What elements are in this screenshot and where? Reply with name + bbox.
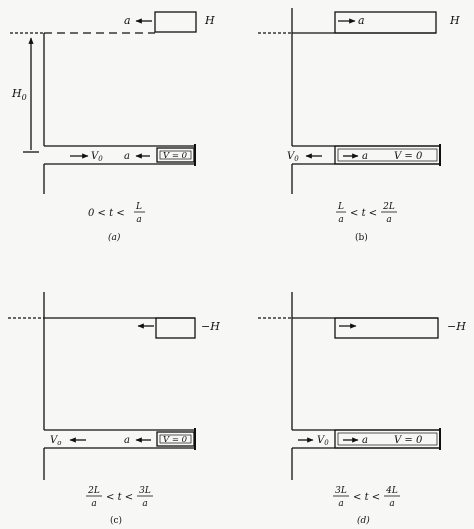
caption-b: (b)	[355, 232, 368, 243]
velocity-label-a: V0	[91, 151, 103, 163]
caption-c: (c)	[110, 515, 122, 526]
stopped-zone-box-c	[156, 431, 195, 447]
top-head-label-a: H	[204, 14, 215, 27]
time-range-b: L a < t < 2L a	[336, 202, 397, 225]
time-range-c: 2L a < t < 3L a	[86, 486, 153, 509]
top-head-label-c: −H	[201, 320, 220, 333]
svg-text:3L: 3L	[139, 486, 151, 496]
svg-text:< t <: < t <	[106, 492, 133, 503]
top-head-box-c	[155, 317, 196, 339]
svg-text:< t <: < t <	[353, 492, 380, 503]
svg-text:L: L	[337, 202, 344, 212]
stopped-zone-inner-c	[159, 434, 192, 444]
stopped-zone-box-b	[334, 145, 441, 165]
box-label-c: V = 0	[163, 435, 188, 445]
top-wave-label-b: a	[358, 14, 365, 27]
svg-text:a: a	[389, 499, 394, 509]
box-label-b: V = 0	[394, 151, 423, 162]
panel-b: a H V = 0 V0 a L a < t < 2L a (b)	[258, 8, 460, 243]
pipe-wave-label-c: a	[124, 435, 130, 446]
svg-text:3L: 3L	[335, 486, 347, 496]
stopped-zone-inner-a	[159, 150, 192, 160]
head-dimension-label: H0	[11, 87, 27, 102]
panel-a: a H V = 0 V0 a H0 0 < t < L a (a)	[10, 11, 215, 243]
top-head-box-a	[154, 11, 197, 33]
stopped-zone-inner-d	[337, 432, 438, 446]
top-wave-label-a: a	[124, 14, 131, 27]
panel-c: −H V = 0 Vo a 2L a < t < 3L a (c)	[8, 292, 220, 526]
time-range-d: 3L a < t < 4L a	[333, 486, 400, 509]
stopped-zone-inner-b	[337, 148, 438, 162]
stopped-zone-box-d	[334, 429, 441, 449]
svg-text:a: a	[136, 215, 141, 225]
top-head-box-b	[334, 11, 437, 34]
velocity-label-c: Vo	[50, 435, 61, 447]
top-head-label-b: H	[449, 14, 460, 27]
panel-d: −H V = 0 V0 a 3L a < t < 4L a (d)	[258, 292, 466, 526]
box-label-d: V = 0	[394, 435, 423, 446]
svg-text:a: a	[338, 499, 343, 509]
svg-text:a: a	[338, 215, 343, 225]
svg-text:L: L	[135, 202, 142, 212]
time-range-a: 0 < t < L a	[88, 202, 145, 225]
stopped-zone-box-a	[156, 147, 195, 163]
svg-text:2L: 2L	[382, 202, 395, 212]
pipe-wave-label-a: a	[124, 151, 130, 162]
pipe-wave-label-d: a	[362, 435, 368, 446]
svg-text:2L: 2L	[87, 486, 100, 496]
velocity-label-b: V0	[287, 151, 299, 163]
svg-text:a: a	[91, 499, 96, 509]
svg-text:a: a	[142, 499, 147, 509]
svg-text:0 < t <: 0 < t <	[88, 208, 125, 219]
velocity-label-d: V0	[317, 435, 329, 447]
top-head-box-d	[334, 317, 439, 339]
svg-text:4L: 4L	[385, 486, 398, 496]
top-head-label-d: −H	[447, 320, 466, 333]
pipe-wave-label-b: a	[362, 151, 368, 162]
caption-a: (a)	[108, 232, 121, 243]
svg-text:a: a	[386, 215, 391, 225]
svg-text:< t <: < t <	[350, 208, 377, 219]
caption-d: (d)	[357, 515, 370, 526]
box-label-a: V = 0	[163, 151, 188, 161]
